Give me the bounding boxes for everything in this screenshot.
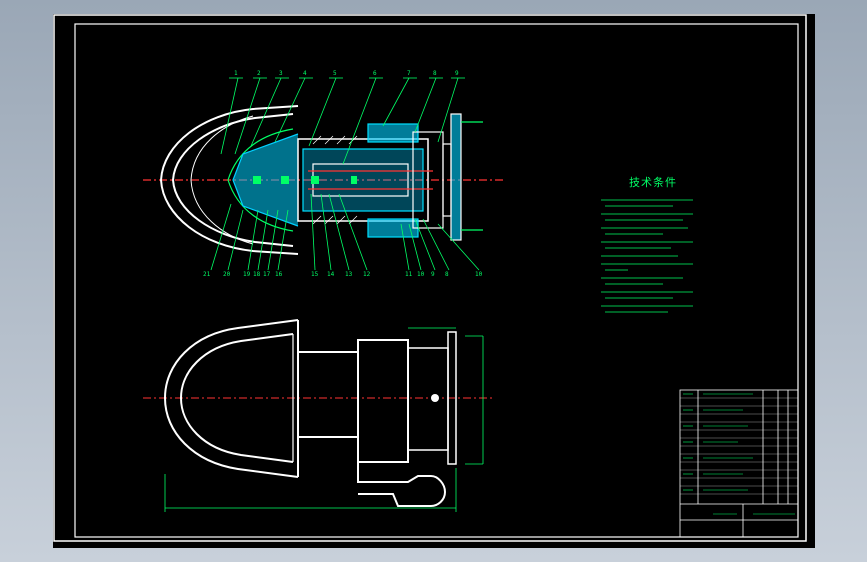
- outline-hole: [431, 394, 439, 402]
- svg-text:18: 18: [253, 271, 261, 278]
- svg-text:8: 8: [433, 70, 437, 77]
- end-plate: [450, 113, 462, 241]
- flange-block-bottom: [367, 218, 419, 238]
- outline-shaft: [297, 351, 359, 438]
- svg-text:16: 16: [275, 271, 283, 278]
- svg-text:5: 5: [333, 70, 337, 77]
- svg-text:4: 4: [303, 70, 307, 77]
- title-block: [679, 389, 799, 538]
- svg-text:7: 7: [407, 70, 411, 77]
- svg-text:15: 15: [311, 271, 319, 278]
- svg-text:20: 20: [223, 271, 231, 278]
- outline-dome-inner: [179, 333, 294, 463]
- flange-block-top: [367, 123, 419, 143]
- svg-text:21: 21: [203, 271, 211, 278]
- dome-outer: [159, 105, 299, 255]
- svg-text:9: 9: [455, 70, 459, 77]
- outline-end-plate: [447, 331, 457, 465]
- svg-text:10: 10: [475, 271, 483, 278]
- svg-text:10: 10: [417, 271, 425, 278]
- inner-cone: [227, 128, 294, 232]
- svg-text:1: 1: [234, 70, 238, 77]
- outline-view: [143, 319, 493, 512]
- outline-dome-outer: [163, 319, 299, 478]
- svg-text:2: 2: [257, 70, 261, 77]
- svg-text:9: 9: [431, 271, 435, 278]
- dome-inner: [171, 113, 294, 247]
- svg-text:17: 17: [263, 271, 271, 278]
- tech-notes: [601, 199, 693, 313]
- outline-housing: [357, 339, 409, 463]
- svg-text:19: 19: [243, 271, 251, 278]
- svg-text:8: 8: [445, 271, 449, 278]
- svg-text:3: 3: [279, 70, 283, 77]
- tech-requirements-title: 技术条件: [629, 176, 677, 189]
- svg-text:14: 14: [327, 271, 335, 278]
- outline-arm: [357, 462, 447, 507]
- shaft-housing: [297, 138, 429, 222]
- svg-text:12: 12: [363, 271, 371, 278]
- svg-text:13: 13: [345, 271, 353, 278]
- svg-text:6: 6: [373, 70, 377, 77]
- outer-frame: [53, 14, 807, 542]
- inner-frame: [74, 23, 799, 538]
- svg-text:11: 11: [405, 271, 413, 278]
